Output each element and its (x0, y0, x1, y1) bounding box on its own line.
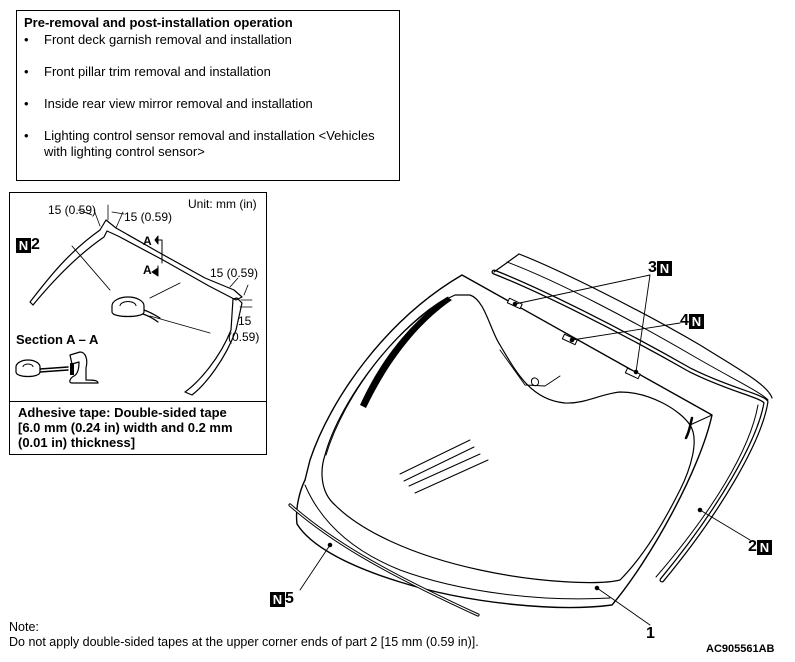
pre-removal-item: • Front pillar trim removal and installat… (24, 64, 394, 80)
part-number: 5 (285, 590, 294, 607)
new-part-badge: N (270, 592, 285, 607)
new-part-badge: N (688, 314, 704, 329)
windshield-glass (295, 274, 713, 609)
pre-removal-item-text: Inside rear view mirror removal and inst… (44, 96, 313, 111)
note-heading: Note: (9, 620, 39, 634)
inset-tape-outline (29, 204, 253, 396)
section-mark: A (143, 234, 152, 248)
inset-divider (10, 401, 266, 402)
pre-removal-item: • Inside rear view mirror removal and ins… (24, 96, 394, 112)
dimension-label: 15 (0.59) (48, 203, 97, 217)
bullet-mark: • (24, 64, 29, 79)
pre-removal-item: • Lighting control sensor removal and ins… (24, 128, 389, 160)
section-mark: A (143, 263, 152, 277)
unit-label: Unit: mm (in) (188, 197, 257, 211)
note-text: Do not apply double-sided tapes at the u… (9, 635, 479, 649)
part-number: 2 (31, 236, 40, 253)
part-5-lower-strip (288, 503, 480, 617)
part-2-tape-strip (491, 253, 773, 583)
new-part-badge: N (756, 540, 772, 555)
bullet-mark: • (24, 128, 29, 143)
section-a-a-detail (15, 351, 99, 384)
part-number: 1 (646, 625, 655, 642)
part-number: 2 (748, 538, 757, 555)
dimension-label: (0.59) (228, 330, 260, 344)
part-number: 4 (680, 312, 689, 329)
pre-removal-item-text: Front deck garnish removal and installat… (44, 32, 292, 47)
adhesive-tape-note: Adhesive tape: Double-sided tape [6.0 mm… (18, 405, 263, 450)
pre-removal-item-text: Lighting control sensor removal and inst… (44, 128, 375, 159)
bullet-mark: • (24, 32, 29, 47)
tape-note-line: Adhesive tape: Double-sided tape (18, 405, 227, 420)
new-part-badge: N (656, 261, 672, 276)
pre-removal-item-text: Front pillar trim removal and installati… (44, 64, 271, 79)
figure-code: AC905561AB (706, 643, 775, 655)
dimension-label: 15 (0.59) (210, 266, 259, 280)
pre-removal-item: • Front deck garnish removal and installa… (24, 32, 394, 48)
bullet-mark: • (24, 96, 29, 111)
note-block: Note: Do not apply double-sided tapes at… (9, 620, 479, 650)
new-part-badge: N (16, 238, 31, 253)
tape-note-line: [6.0 mm (0.24 in) width and 0.2 mm (18, 420, 233, 435)
callout-leaders (299, 274, 751, 626)
tape-note-line: (0.01 in) thickness] (18, 435, 136, 450)
pre-removal-title: Pre-removal and post-installation operat… (24, 15, 293, 30)
dimension-label: 15 (0.59) (124, 210, 173, 224)
dimension-label: 15 (238, 314, 252, 328)
section-label: Section A – A (16, 332, 99, 347)
tape-detail-inset: Adhesive tape: Double-sided tape [6.0 mm… (9, 192, 267, 455)
pre-removal-box: Pre-removal and post-installation operat… (16, 10, 400, 181)
callout-1: 1 (646, 625, 655, 643)
part-number: 3 (648, 259, 657, 276)
